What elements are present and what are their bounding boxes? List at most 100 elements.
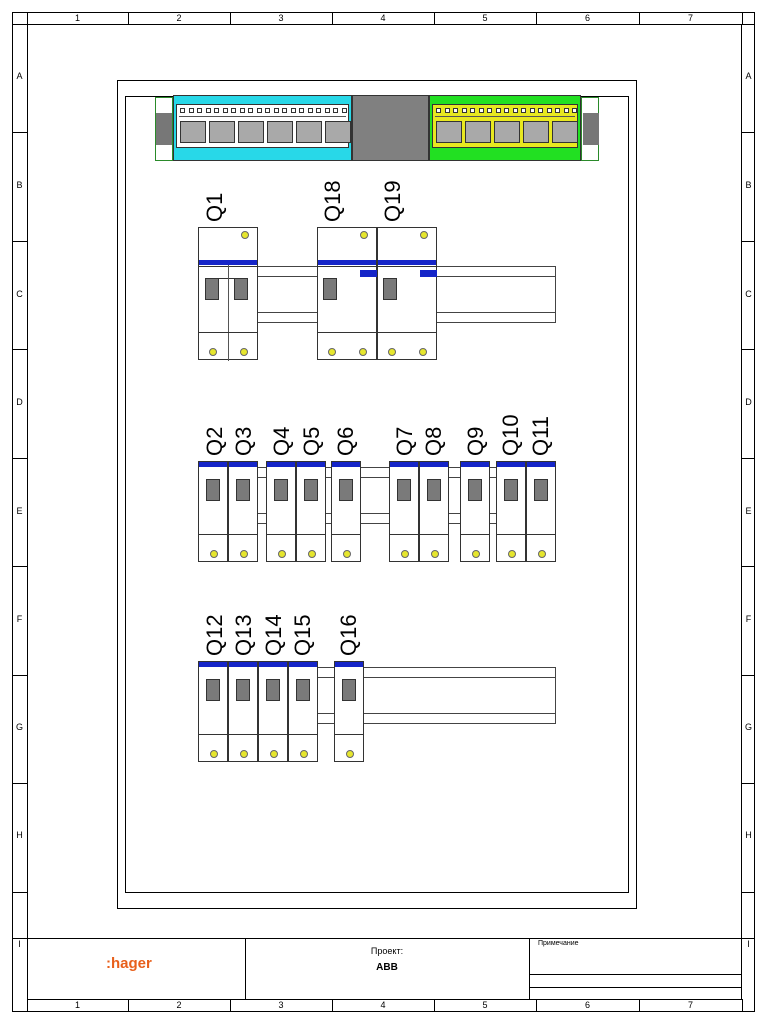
- terminal-line: [179, 116, 346, 117]
- status-bar: [229, 462, 257, 467]
- terminal-pin: [205, 108, 211, 113]
- terminal-pin: [436, 108, 441, 113]
- toggle-handle[interactable]: [205, 278, 219, 300]
- terminal-pin: [197, 108, 202, 113]
- terminal-pin: [333, 108, 338, 113]
- toggle-handle[interactable]: [339, 479, 353, 501]
- breaker-q11[interactable]: [526, 461, 556, 562]
- ruler-tick: [12, 349, 27, 350]
- screw-icon: [240, 750, 248, 758]
- breaker-q6[interactable]: [331, 461, 361, 562]
- breaker-divider: [267, 534, 295, 535]
- breaker-label: Q19: [380, 180, 405, 222]
- breaker-q5[interactable]: [296, 461, 326, 562]
- toggle-handle[interactable]: [206, 679, 220, 701]
- breaker-q4[interactable]: [266, 461, 296, 562]
- status-bar: [297, 462, 325, 467]
- status-bar: [335, 662, 363, 667]
- breaker-label: Q11: [528, 416, 553, 456]
- breaker-q3[interactable]: [228, 461, 258, 562]
- breaker-divider: [497, 534, 525, 535]
- terminal-pin: [563, 108, 569, 113]
- column-number: 4: [380, 1000, 386, 1010]
- column-number: 6: [584, 1000, 590, 1010]
- terminal-block-middle: [352, 95, 429, 161]
- terminal-pin: [487, 108, 492, 113]
- terminal-pin: [521, 108, 526, 113]
- breaker-q18[interactable]: [317, 227, 377, 360]
- terminal-pin: [239, 108, 245, 113]
- toggle-handle[interactable]: [296, 679, 310, 701]
- ruler-tick: [332, 999, 333, 1011]
- terminal-pin: [341, 108, 347, 113]
- ruler-tick: [639, 12, 640, 24]
- toggle-handle[interactable]: [534, 479, 548, 501]
- toggle-handle[interactable]: [427, 479, 441, 501]
- toggle-handle[interactable]: [342, 679, 356, 701]
- terminal-pin: [222, 108, 228, 113]
- terminal-module: [436, 121, 462, 143]
- terminal-pin: [265, 108, 270, 113]
- row-letter: B: [745, 180, 752, 190]
- breaker-q9[interactable]: [460, 461, 490, 562]
- breaker-q2[interactable]: [198, 461, 228, 562]
- note-label: Примечание: [538, 940, 579, 947]
- terminal-pin: [444, 108, 450, 113]
- screw-icon: [420, 231, 428, 239]
- status-bar: [378, 260, 436, 265]
- toggle-handle[interactable]: [397, 479, 411, 501]
- terminal-strip: [176, 104, 351, 148]
- toggle-handle[interactable]: [304, 479, 318, 501]
- column-number: 3: [278, 1000, 284, 1010]
- toggle-handle[interactable]: [468, 479, 482, 501]
- toggle-handle[interactable]: [274, 479, 288, 501]
- terminal-pin: [290, 108, 296, 113]
- breaker-label: Q3: [231, 426, 256, 456]
- terminal-pin: [273, 108, 279, 113]
- breaker-q14[interactable]: [258, 661, 288, 762]
- toggle-handle[interactable]: [323, 278, 337, 300]
- breaker-q15[interactable]: [288, 661, 318, 762]
- row-letter: E: [745, 506, 752, 516]
- toggle-handle[interactable]: [383, 278, 397, 300]
- status-bar: [199, 462, 227, 467]
- screw-icon: [210, 550, 218, 558]
- ruler-tick: [27, 999, 28, 1011]
- ruler-tick: [742, 566, 755, 567]
- toggle-handle[interactable]: [236, 679, 250, 701]
- breaker-q12[interactable]: [198, 661, 228, 762]
- terminal-pin: [529, 108, 535, 113]
- breaker-divider: [378, 266, 436, 267]
- toggle-handle[interactable]: [206, 479, 220, 501]
- breaker-q19[interactable]: [377, 227, 437, 360]
- breaker-divider: [199, 332, 257, 333]
- terminal-pin: [307, 108, 313, 113]
- ruler-tick: [536, 12, 537, 24]
- toggle-handle[interactable]: [504, 479, 518, 501]
- ruler-tick: [12, 458, 27, 459]
- ruler-tick: [742, 938, 755, 939]
- terminal-end-right: [581, 97, 599, 161]
- screw-icon: [360, 231, 368, 239]
- breaker-q16[interactable]: [334, 661, 364, 762]
- row-letter: F: [745, 614, 752, 624]
- ruler-tick: [12, 938, 27, 939]
- toggle-handle[interactable]: [236, 479, 250, 501]
- top-ruler-line: [12, 24, 755, 25]
- terminal-pin: [453, 108, 458, 113]
- breaker-q10[interactable]: [496, 461, 526, 562]
- screw-icon: [209, 348, 217, 356]
- toggle-handle[interactable]: [234, 278, 248, 300]
- terminal-pin: [512, 108, 518, 113]
- terminal-pin: [546, 108, 552, 113]
- breaker-q8[interactable]: [419, 461, 449, 562]
- project-name: ABB: [376, 962, 398, 973]
- status-bar: [259, 662, 287, 667]
- breaker-q1[interactable]: [198, 227, 258, 361]
- toggle-handle[interactable]: [266, 679, 280, 701]
- row-letter: B: [16, 180, 23, 190]
- breaker-q7[interactable]: [389, 461, 419, 562]
- breaker-q13[interactable]: [228, 661, 258, 762]
- bottom-ruler-line: [12, 1011, 755, 1012]
- breaker-label: Q13: [231, 614, 256, 656]
